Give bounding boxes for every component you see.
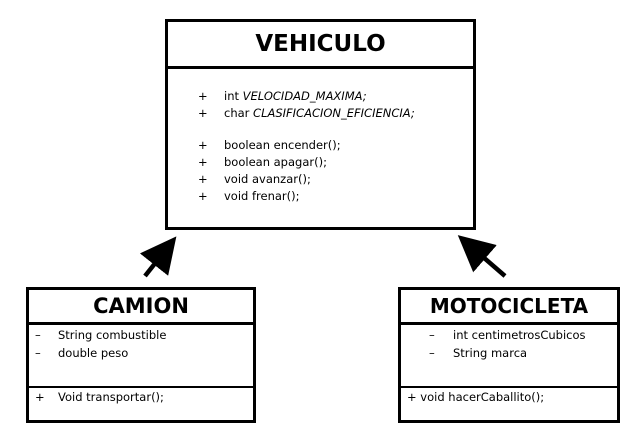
- class-camion[interactable]: CAMION –String combustible –double peso …: [26, 287, 256, 423]
- motocicleta-method: + void hacerCaballito();: [407, 390, 545, 404]
- class-vehiculo[interactable]: VEHICULO +int VELOCIDAD_MAXIMA; +char CL…: [165, 19, 476, 230]
- vehiculo-attribute: +int VELOCIDAD_MAXIMA;: [198, 89, 367, 103]
- class-vehiculo-name: VEHICULO: [168, 22, 473, 69]
- vehiculo-method: +void frenar();: [198, 189, 300, 203]
- class-camion-name: CAMION: [29, 290, 253, 325]
- class-motocicleta[interactable]: MOTOCICLETA –int centimetrosCubicos –Str…: [398, 287, 620, 423]
- motocicleta-attribute: –int centimetrosCubicos: [429, 328, 586, 342]
- motocicleta-section-divider: [401, 386, 617, 388]
- vehiculo-attribute: +char CLASIFICACION_EFICIENCIA;: [198, 106, 415, 120]
- camion-attribute: –String combustible: [35, 328, 167, 342]
- vehiculo-method: +boolean apagar();: [198, 155, 327, 169]
- motocicleta-attribute: –String marca: [429, 346, 528, 360]
- motocicleta-inherits-arrow: [457, 235, 507, 278]
- camion-method: +Void transportar();: [35, 390, 164, 404]
- camion-section-divider: [29, 386, 253, 388]
- class-motocicleta-name: MOTOCICLETA: [401, 290, 617, 325]
- camion-inherits-arrow: [139, 236, 177, 278]
- vehiculo-method: +void avanzar();: [198, 172, 311, 186]
- vehiculo-method: +boolean encender();: [198, 138, 341, 152]
- camion-attribute: –double peso: [35, 346, 129, 360]
